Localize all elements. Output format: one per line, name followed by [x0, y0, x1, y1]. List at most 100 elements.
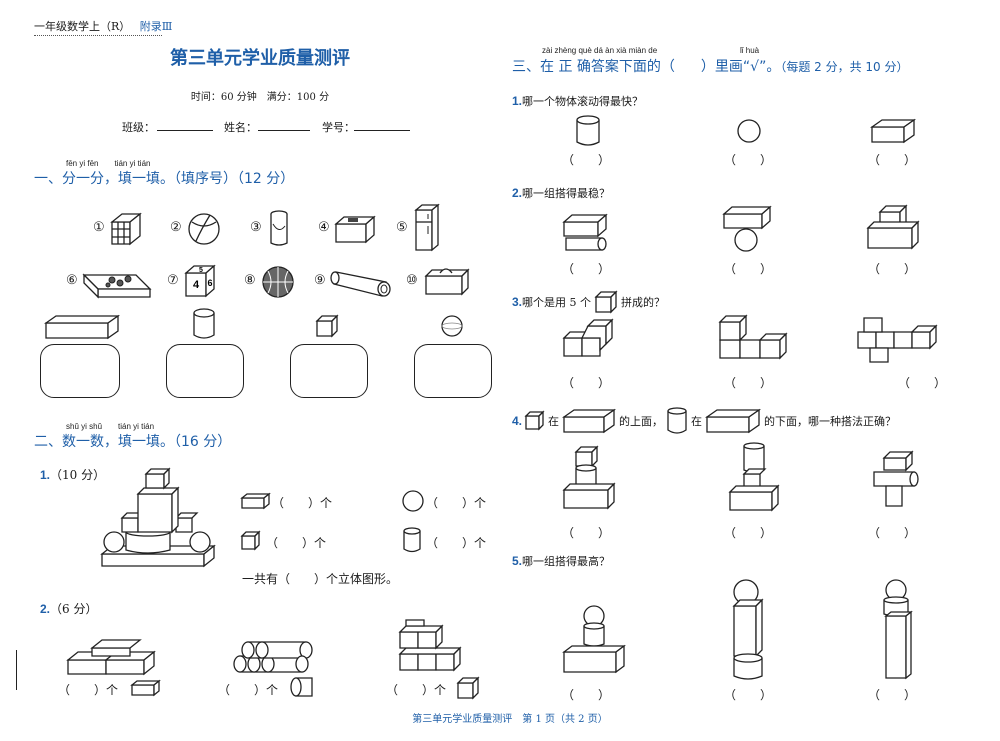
count-cube-icon — [240, 530, 261, 551]
chess-box-icon — [82, 273, 152, 299]
q1-number: 1. — [40, 468, 51, 482]
s3-q2-answer-b[interactable]: （ ） — [724, 262, 773, 276]
s3-q3-text-b: 拼成的？ — [621, 296, 666, 309]
sphere-icon — [441, 315, 463, 337]
block-structure-figure — [100, 467, 216, 568]
q1-score: （10 分） — [50, 468, 106, 482]
s3-q2-option-a-figure — [562, 213, 608, 251]
page-footer: 第三单元学业质量测评 第 1 页（共 2 页） — [412, 714, 608, 725]
sphere-answer-box[interactable] — [414, 344, 492, 398]
s3-q5-answer-a[interactable]: （ ） — [562, 688, 611, 702]
s3-q1-number: 1. — [512, 94, 523, 108]
cuboid-answer-box[interactable] — [40, 344, 120, 398]
dice-face-6: 6 — [207, 278, 212, 288]
soda-can-icon — [270, 210, 288, 246]
q2-cube-count[interactable]: （ ）个 — [386, 683, 447, 697]
id-label: 学号： — [322, 121, 355, 134]
section3-pinyin-b: lǐ huà — [740, 46, 760, 55]
s3-q4-option-a-figure — [562, 445, 616, 510]
s3-q4-answer-b[interactable]: （ ） — [724, 526, 773, 540]
q2-score: （6 分） — [50, 602, 98, 616]
count-cylinder-answer[interactable]: （ ）个 — [426, 536, 487, 550]
cylinder-answer-box[interactable] — [166, 344, 244, 398]
s3-q3-option-b-figure — [718, 314, 788, 360]
s3-q3-answer-a[interactable]: （ ） — [562, 376, 611, 390]
s3-q1-answer-c[interactable]: （ ） — [868, 153, 917, 167]
s3-q2-answer-c[interactable]: （ ） — [868, 262, 917, 276]
s3-q1: 1.哪一个物体滚动得最快？ — [512, 90, 643, 109]
id-field[interactable] — [354, 119, 410, 131]
cylinder-icon — [193, 308, 215, 339]
book-label: 一年级数学上（R） 附录Ⅲ — [34, 18, 172, 34]
s3-q3-cube-icon — [594, 290, 618, 314]
volleyball-icon — [188, 213, 220, 245]
section2-q2: 2.（6 分） — [40, 600, 97, 617]
label-10: ⑩ — [406, 273, 418, 288]
section2-note: （16 分） — [174, 434, 232, 450]
rubiks-cube-icon — [110, 212, 142, 246]
dice-face-5: 5 — [199, 267, 203, 274]
q2-cylinder-count[interactable]: （ ）个 — [218, 683, 279, 697]
section1-title: 一、分一分，填一填。 — [34, 171, 174, 187]
s3-q4-option-b-figure — [728, 442, 780, 512]
refrigerator-icon — [414, 203, 440, 252]
label-8: ⑧ — [244, 273, 256, 288]
cube-answer-box[interactable] — [290, 344, 368, 398]
s3-q3-answer-c[interactable]: （ ） — [898, 376, 947, 390]
total-count-answer[interactable]: 一共有（ ）个立体图形。 — [242, 572, 399, 586]
section2-heading: 二、数一数，填一填。（16 分） — [34, 431, 231, 451]
count-cube-answer[interactable]: （ ）个 — [266, 536, 327, 550]
section1-note: （填序号）（12 分） — [174, 171, 295, 187]
s3-q5-answer-b[interactable]: （ ） — [724, 688, 773, 702]
s3-q5: 5.哪一组搭得最高？ — [512, 550, 610, 569]
s3-q4: 4. 在 的上面， 在 的下面，哪一种搭法正确？ — [512, 406, 896, 436]
label-7: ⑦ — [167, 273, 179, 288]
book-title: 一年级数学上（R） — [34, 20, 131, 33]
s3-q5-number: 5. — [512, 554, 523, 568]
cube-stack-figure — [398, 619, 462, 672]
label-4: ④ — [318, 220, 330, 235]
s3-q1-cylinder-icon — [576, 115, 600, 146]
s3-q3-number: 3. — [512, 295, 523, 309]
s3-q3-answer-b[interactable]: （ ） — [724, 376, 773, 390]
s3-q2-option-b-figure — [722, 205, 772, 252]
s3-q2-number: 2. — [512, 186, 523, 200]
log-icon — [330, 271, 391, 297]
q2-cuboid-count[interactable]: （ ）个 — [58, 683, 119, 697]
label-2: ② — [170, 220, 182, 235]
class-field[interactable] — [157, 119, 213, 131]
cuboid-icon — [43, 314, 121, 340]
s3-q4-answer-c[interactable]: （ ） — [868, 526, 917, 540]
dice-icon: 4 6 5 — [184, 264, 216, 298]
s3-q1-answer-b[interactable]: （ ） — [724, 153, 773, 167]
q2-number: 2. — [40, 602, 51, 616]
s3-q3-text-a: 哪个是用 5 个 — [522, 296, 592, 309]
section3-heading: 三、在 正 确答案下面的（）里画“√”。（每题 2 分，共 10 分） — [512, 56, 909, 76]
section3-pinyin-a: zài zhèng què dá àn xià miàn de — [542, 46, 658, 55]
cylinder-stack-figure — [233, 641, 313, 673]
s3-q4-option-c-figure — [873, 450, 919, 507]
binding-mark — [16, 650, 17, 690]
label-6: ⑥ — [66, 273, 78, 288]
s3-q1-cuboid-icon — [869, 118, 917, 144]
s3-q1-sphere-icon — [737, 119, 761, 143]
s3-q4-cube-icon — [524, 410, 545, 431]
s3-q4-zai-2: 在 — [691, 415, 703, 428]
dice-face-4: 4 — [193, 279, 200, 291]
label-1: ① — [93, 220, 105, 235]
count-sphere-answer[interactable]: （ ）个 — [426, 496, 487, 510]
s3-q4-answer-a[interactable]: （ ） — [562, 526, 611, 540]
s3-q5-answer-c[interactable]: （ ） — [868, 688, 917, 702]
name-field[interactable] — [258, 119, 310, 131]
s3-q4-cuboid-icon-1 — [561, 408, 617, 434]
count-cylinder-icon — [403, 527, 421, 553]
q2-cuboid-icon — [130, 679, 161, 697]
cube-icon — [315, 314, 339, 338]
count-cuboid-answer[interactable]: （ ）个 — [272, 496, 333, 510]
s3-q2: 2.哪一组搭得最稳？ — [512, 182, 610, 201]
q2-cube-icon — [456, 676, 480, 700]
s3-q1-answer-a[interactable]: （ ） — [562, 153, 611, 167]
s3-q2-answer-a[interactable]: （ ） — [562, 262, 611, 276]
label-9: ⑨ — [314, 273, 326, 288]
s3-q5-option-a-figure — [562, 605, 626, 674]
